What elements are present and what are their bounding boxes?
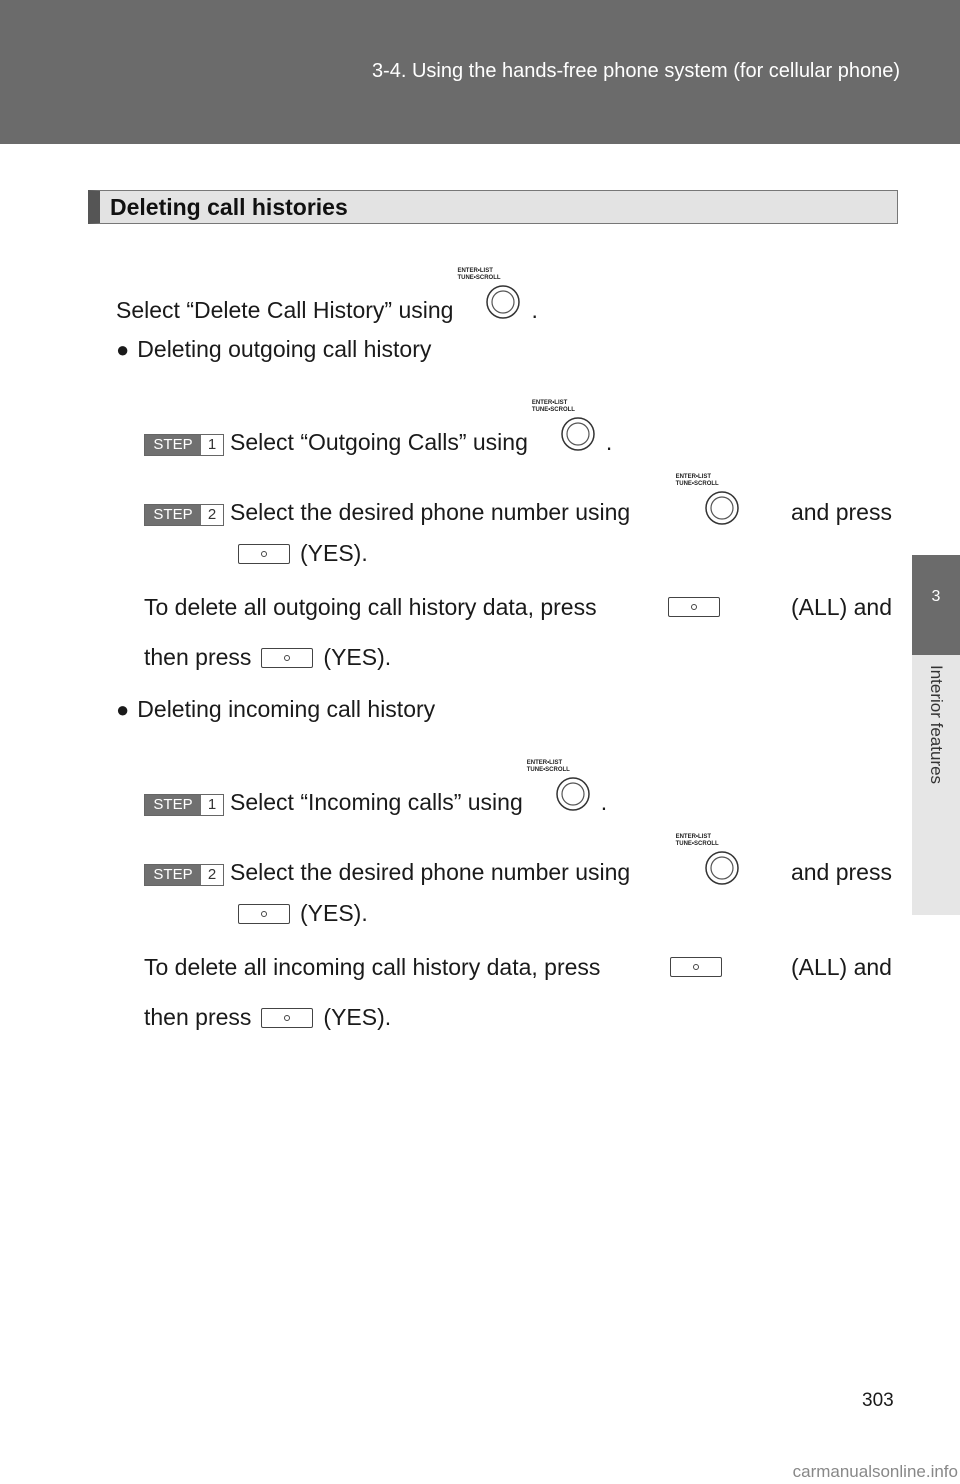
intro-text: Select “Delete Call History” using	[116, 297, 454, 323]
outgoing-heading: ●Deleting outgoing call history	[116, 336, 432, 362]
page-header: 3-4. Using the hands-free phone system (…	[0, 0, 960, 144]
button-icon	[238, 904, 290, 924]
watermark: carmanualsonline.info	[792, 1462, 958, 1481]
incoming-step2-yes: (YES).	[228, 898, 368, 928]
button-icon	[667, 597, 720, 617]
bullet-icon: ●	[116, 337, 130, 362]
incoming-delete-all: To delete all incoming call history data…	[144, 954, 892, 980]
button-icon	[669, 957, 722, 977]
header-title: 3-4. Using the hands-free phone system (…	[371, 60, 900, 82]
chapter-tab: Interior features	[912, 655, 960, 915]
incoming-delete-all-then: then press(YES).	[144, 1004, 392, 1030]
intro-line: Select “Delete Call History” using ENTER•…	[116, 268, 538, 330]
button-icon	[261, 1008, 314, 1028]
outgoing-delete-all-then: then press(YES).	[144, 644, 392, 670]
outgoing-delete-all: To delete all outgoing call history data…	[144, 594, 892, 620]
button-icon	[238, 544, 290, 564]
bullet-icon: ●	[116, 697, 130, 722]
chapter-title: Interior features	[927, 665, 946, 785]
outgoing-step2-yes: (YES).	[228, 538, 368, 568]
button-icon	[261, 648, 314, 668]
chapter-number-tab: 3	[912, 555, 960, 655]
section-title: Deleting call histories	[88, 190, 898, 224]
page-number: 303	[862, 1390, 894, 1411]
incoming-heading: ●Deleting incoming call history	[116, 696, 436, 722]
